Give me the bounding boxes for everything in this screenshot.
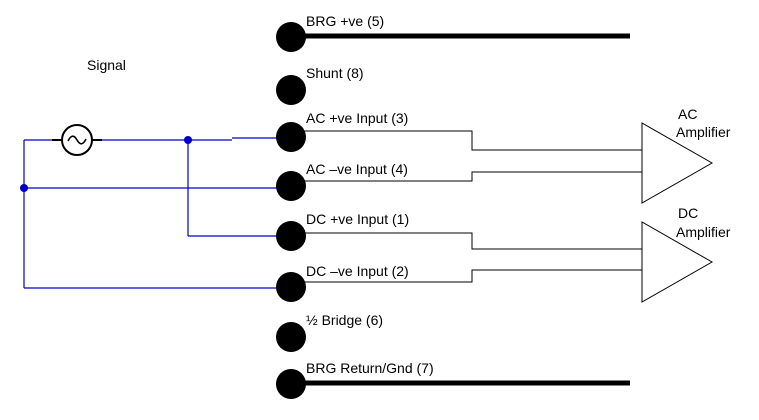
terminal-dc-neg [276, 272, 306, 302]
terminal-label: AC +ve Input (3) [306, 110, 408, 126]
junction-node [20, 184, 28, 192]
dc-amplifier-label-line1: DC [678, 205, 698, 221]
terminal-label: DC –ve Input (2) [306, 263, 409, 279]
terminal-ac-pos [276, 122, 306, 152]
terminal-label: BRG Return/Gnd (7) [306, 360, 434, 376]
signal-wiring [23, 137, 290, 289]
terminal-ac-neg [276, 171, 306, 201]
ac-source-icon [52, 124, 102, 156]
terminal-label: Shunt (8) [306, 65, 364, 81]
ac-amplifier-label-line2: Amplifier [676, 124, 731, 140]
dc-amplifier [641, 221, 714, 303]
amplifier-leads [290, 130, 642, 283]
terminal-dc-pos [276, 221, 306, 251]
terminal-shunt [276, 75, 306, 105]
ac-amplifier [641, 122, 714, 204]
terminal-label: DC +ve Input (1) [306, 211, 409, 227]
dc-amplifier-label-line2: Amplifier [676, 224, 731, 240]
terminal-label: ½ Bridge (6) [306, 312, 383, 328]
terminal-label: AC –ve Input (4) [306, 161, 408, 177]
signal-label: Signal [87, 57, 126, 73]
terminal-half-bridge [276, 322, 306, 352]
terminal-brg-return [276, 369, 306, 399]
terminal-label: BRG +ve (5) [306, 13, 384, 29]
terminal-brg-pos [276, 22, 306, 52]
junction-node [184, 136, 192, 144]
ac-amplifier-label-line1: AC [678, 106, 697, 122]
